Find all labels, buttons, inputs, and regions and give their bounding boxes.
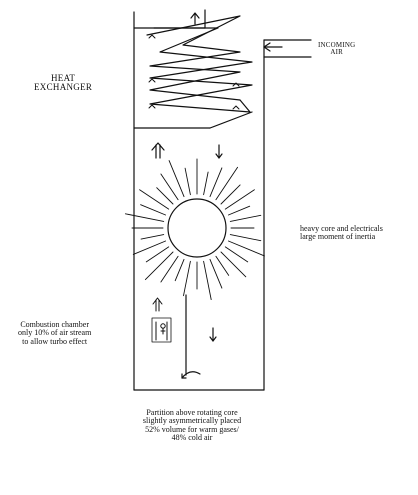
descending-air-down-arrow-icon bbox=[215, 144, 223, 159]
rotor-core bbox=[167, 198, 227, 258]
rotor-ray bbox=[215, 166, 239, 201]
heat-exchanger-fins bbox=[133, 15, 253, 129]
rotor-ray bbox=[156, 187, 174, 205]
combustion-chamber bbox=[151, 297, 172, 343]
curved-arrow-icon bbox=[181, 371, 201, 379]
rotor-ray bbox=[224, 189, 255, 210]
rotor-ray bbox=[140, 234, 165, 240]
rotor-ray bbox=[160, 255, 179, 283]
rotor-ray bbox=[183, 260, 191, 297]
rotor-ray bbox=[144, 251, 174, 281]
rotor-ray bbox=[220, 251, 247, 278]
rotor-ray bbox=[203, 171, 209, 196]
rotor-ray bbox=[139, 189, 170, 210]
incoming-air-label: INCOMING AIR bbox=[318, 41, 356, 57]
exchanger-arrows bbox=[148, 34, 240, 110]
rotor-ray bbox=[124, 213, 165, 222]
rotor-ray bbox=[227, 205, 251, 216]
rotor-ray bbox=[229, 234, 262, 242]
heat-exchanger-label: HEAT EXCHANGER bbox=[34, 73, 93, 93]
rotor-ray bbox=[224, 246, 249, 263]
partition-note: Partition above rotating core slightly a… bbox=[142, 408, 242, 443]
rotor-ray bbox=[132, 240, 167, 255]
rotor-ray bbox=[140, 204, 167, 216]
rotor-ray bbox=[215, 255, 230, 276]
column-walls bbox=[133, 9, 265, 391]
top-up-arrow-icon bbox=[190, 12, 200, 25]
rotor-ray bbox=[160, 173, 179, 201]
rising-gas-up-arrow-icon bbox=[151, 142, 165, 159]
air-inlet-duct bbox=[263, 39, 312, 58]
rotor-ray bbox=[227, 240, 265, 257]
rotor-ray bbox=[203, 260, 212, 301]
core-note: heavy core and electricals large moment … bbox=[300, 224, 383, 242]
rotor-ray bbox=[145, 246, 170, 263]
rotor-ray bbox=[209, 258, 223, 289]
rotor-ray bbox=[168, 160, 185, 198]
rotor-ray bbox=[174, 258, 185, 282]
rotor-ray bbox=[184, 167, 191, 196]
sun-rotor-icon bbox=[124, 158, 265, 301]
rotor-ray bbox=[209, 167, 223, 198]
rotor-ray bbox=[229, 214, 262, 222]
combustion-note: Combustion chamber only 10% of air strea… bbox=[18, 320, 92, 346]
cold-air-down-arrow-icon bbox=[209, 327, 217, 342]
rotor-ray bbox=[220, 184, 241, 205]
left-arrow-icon bbox=[263, 42, 283, 52]
